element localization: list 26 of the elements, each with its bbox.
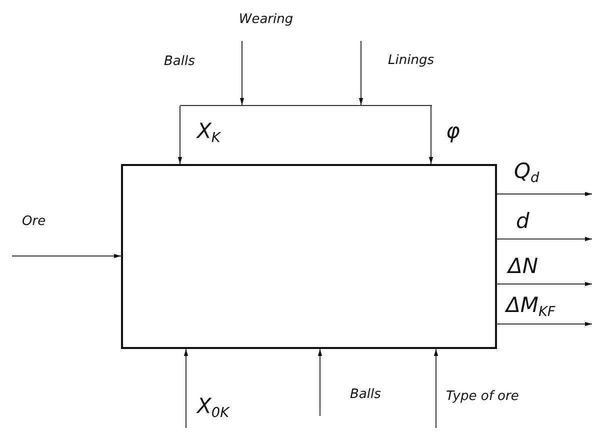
arrow [496, 192, 592, 196]
arrow [178, 106, 182, 164]
arrow [428, 106, 434, 164]
variable-label: φ [446, 121, 460, 142]
flow-label: Balls [350, 388, 381, 401]
flow-label: Type of ore [446, 390, 519, 403]
flow-label: Ore [22, 215, 46, 228]
variable-label: d [516, 211, 530, 232]
arrow [358, 40, 364, 106]
arrow [318, 348, 322, 416]
process-box [121, 164, 497, 349]
arrow [496, 282, 592, 286]
flow-label: Linings [388, 54, 434, 67]
arrow [434, 348, 438, 428]
flow-label: Balls [164, 55, 195, 68]
arrow [12, 254, 122, 258]
arrow [496, 236, 592, 242]
variable-label: ΔM$_{KF}$ [506, 295, 556, 320]
arrow [496, 322, 592, 326]
variable-label: X$_{K}$ [197, 121, 220, 146]
arrow [184, 348, 188, 428]
variable-label: Q$_{d}$ [514, 161, 540, 186]
flow-label: Wearing [238, 13, 294, 26]
variable-label: ΔN [508, 256, 538, 277]
arrow [240, 40, 244, 106]
variable-label: X$_{0K}$ [197, 396, 230, 421]
